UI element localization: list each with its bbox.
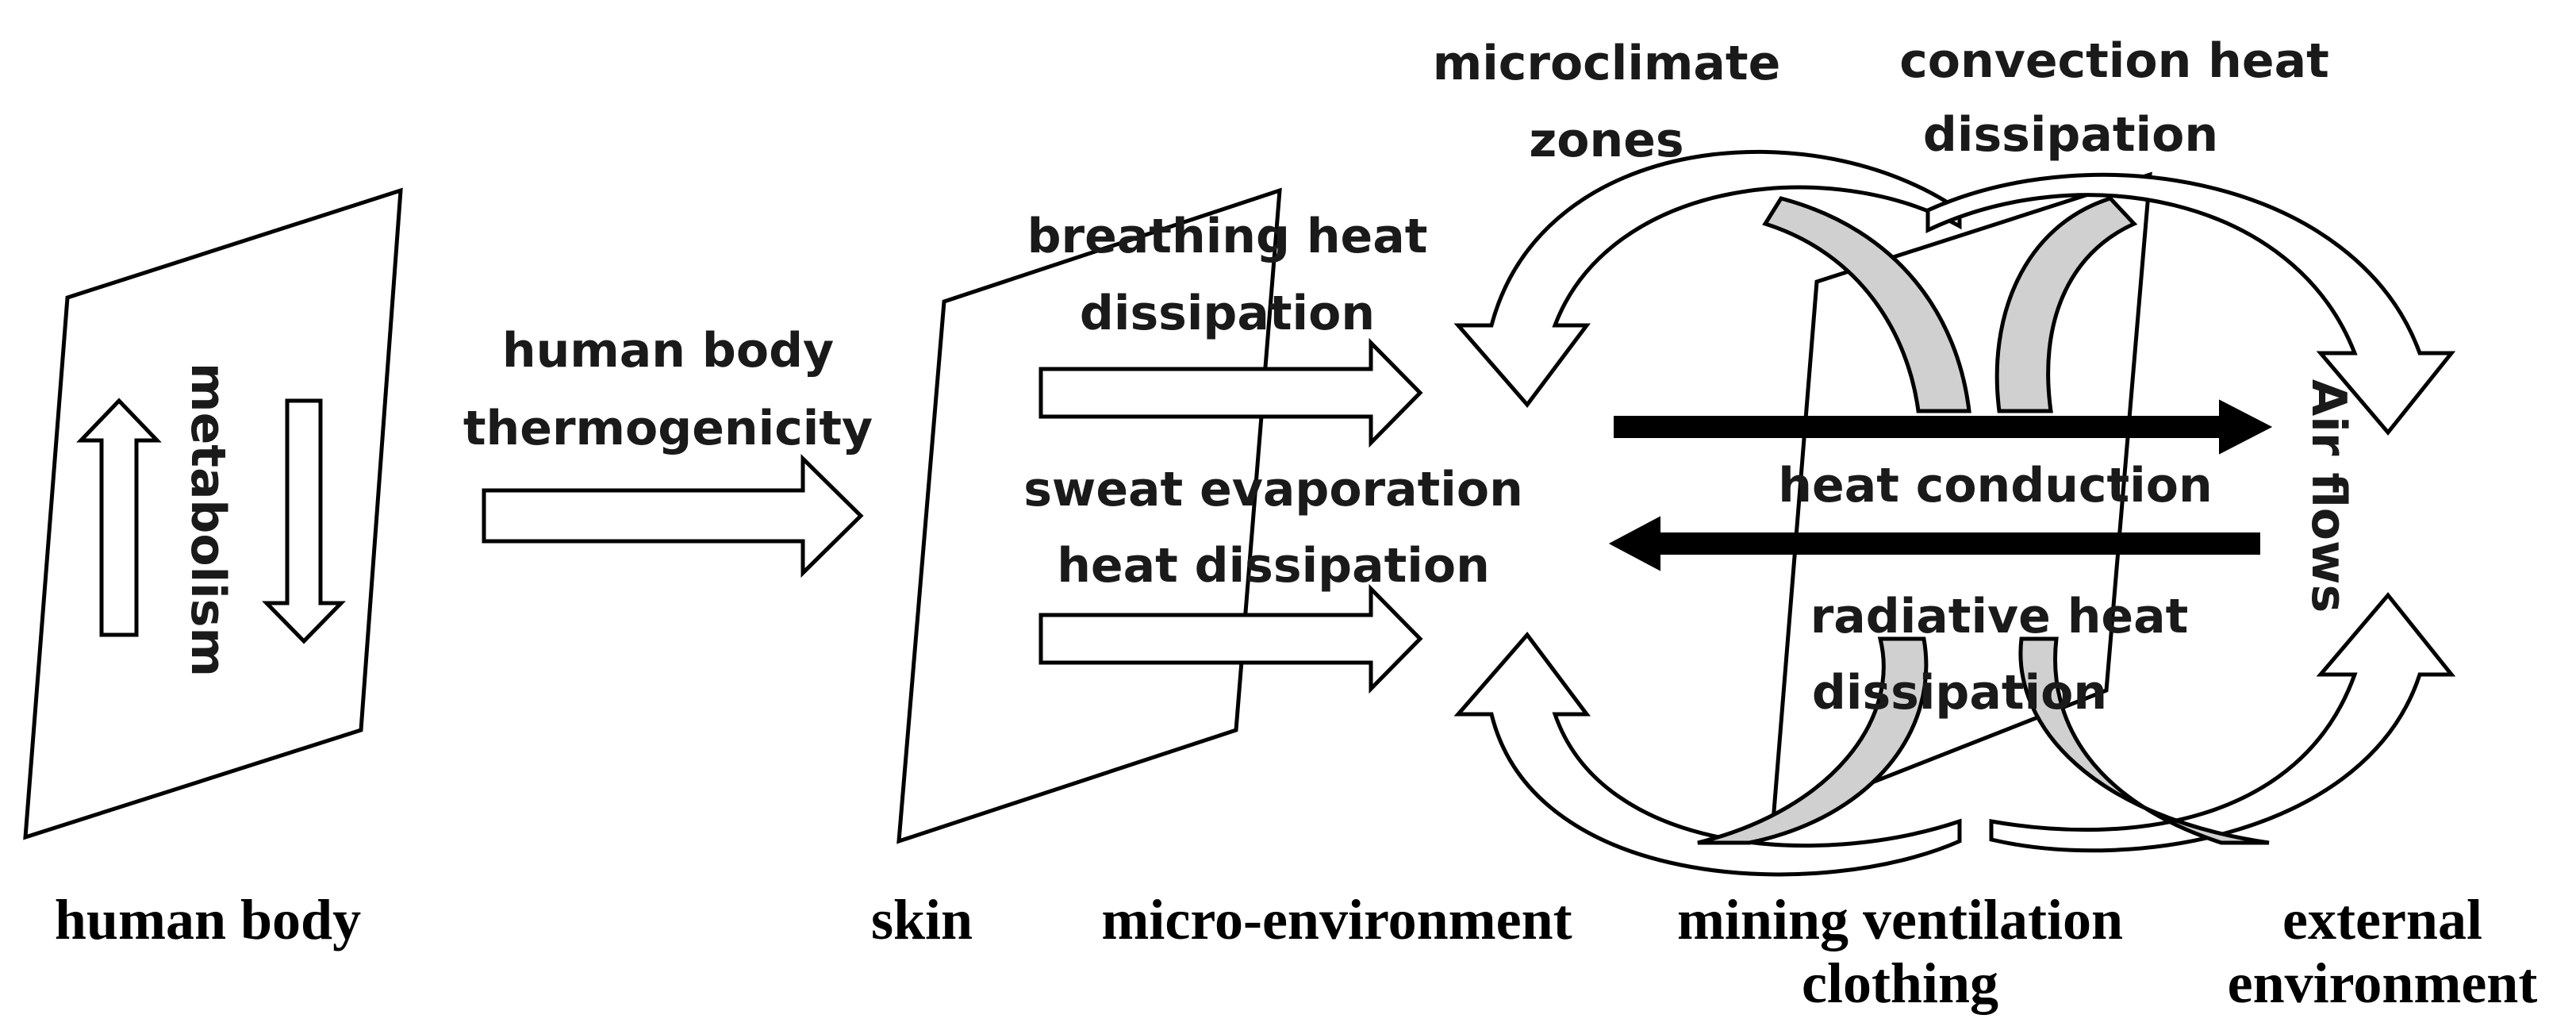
thermogenicity-arrow xyxy=(482,454,864,578)
microclimate-label-line1: microclimate xyxy=(1433,36,1781,91)
breathing-label-line1: breathing heat xyxy=(1027,209,1428,264)
convection-label-line1: convection heat xyxy=(1899,33,2329,89)
breathing-label-line2: dissipation xyxy=(1080,286,1375,341)
sweat-label-line1: sweat evaporation xyxy=(1023,462,1523,517)
metabolism-label: metabolism xyxy=(180,363,236,677)
clothing-panel xyxy=(1771,171,2152,825)
human-body-panel xyxy=(23,187,403,840)
convection-label-line2: dissipation xyxy=(1923,107,2218,163)
radiative-label-line1: radiative heat xyxy=(1810,589,2189,644)
radiative-band-left xyxy=(1697,636,1929,845)
sweat-heat-arrow xyxy=(1038,583,1423,694)
conduction-label: heat conduction xyxy=(1778,458,2212,513)
thermogenicity-label-line1: human body xyxy=(502,323,834,379)
radiative-band-right xyxy=(2018,636,2270,845)
microclimate-label-line2: zones xyxy=(1529,113,1683,168)
convection-bottom-arrow xyxy=(1989,592,2456,853)
caption-clothing-line2: clothing xyxy=(1802,951,1998,1015)
caption-external-line1: external xyxy=(2282,888,2482,951)
convection-band-right xyxy=(1994,196,2138,413)
breathing-heat-arrow xyxy=(1038,337,1423,448)
radiative-label-line2: dissipation xyxy=(1812,665,2107,721)
convection-top-arrow xyxy=(1925,172,2456,436)
metabolism-down-arrow xyxy=(262,398,346,644)
thermogenicity-label-line2: thermogenicity xyxy=(463,401,873,456)
caption-clothing-line1: mining ventilation xyxy=(1677,888,2123,951)
microclimate-top-arrow xyxy=(1453,149,1962,408)
caption-micro-environment: micro-environment xyxy=(1101,888,1572,951)
metabolism-up-arrow xyxy=(76,398,162,637)
conduction-arrow-inward xyxy=(1608,516,2260,571)
sweat-label-line2: heat dissipation xyxy=(1057,538,1490,594)
caption-skin: skin xyxy=(871,888,973,951)
airflows-label: Air flows xyxy=(2301,379,2356,613)
microclimate-bottom-arrow xyxy=(1453,632,1962,877)
caption-external-line2: environment xyxy=(2228,951,2538,1015)
caption-human-body: human body xyxy=(55,888,361,951)
conduction-arrow-outward xyxy=(1614,399,2273,455)
skin-panel xyxy=(896,187,1282,844)
convection-band-left xyxy=(1762,196,1971,413)
